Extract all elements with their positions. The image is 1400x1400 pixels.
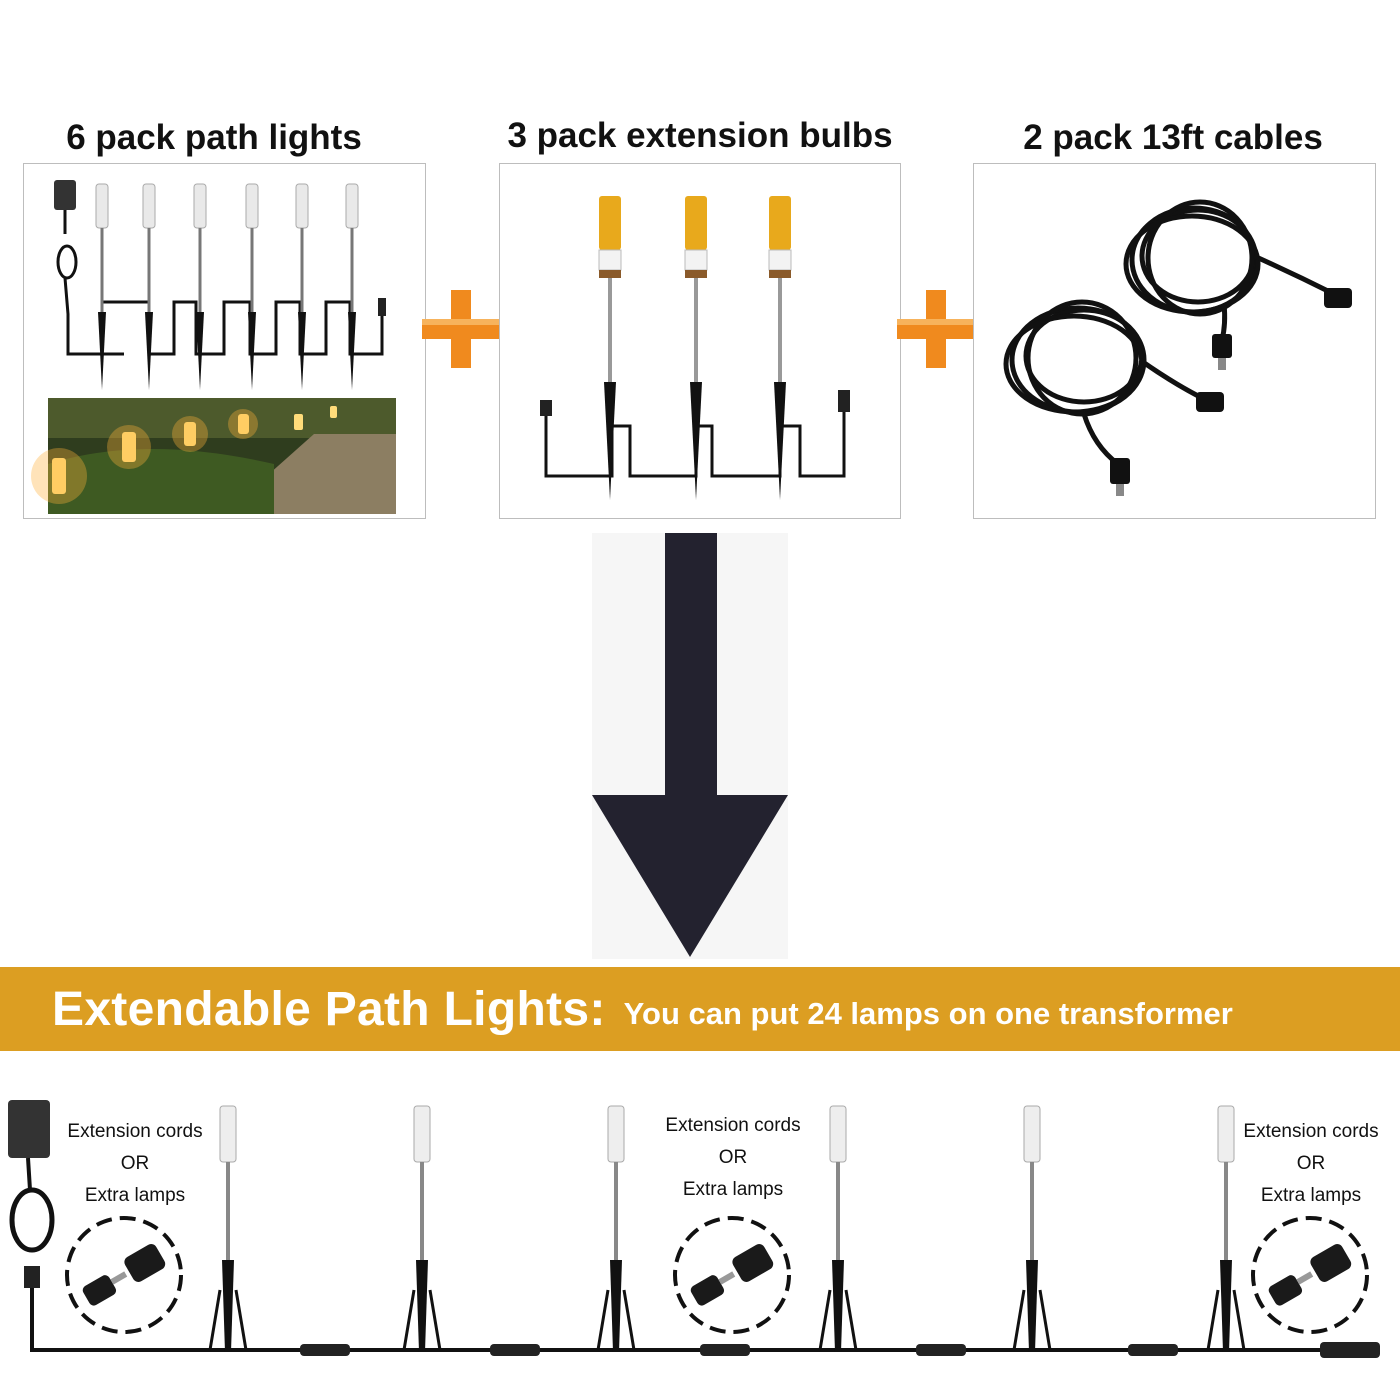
connector-icon [1110, 458, 1130, 484]
plus-icon [897, 290, 975, 368]
package-title-extension-bulbs: 3 pack extension bulbs [507, 116, 893, 155]
path-light-stakes [95, 183, 359, 390]
connector-icon [1324, 288, 1352, 308]
package-title-cables: 2 pack 13ft cables [1023, 118, 1323, 157]
extension-bulbs-illustration [540, 196, 850, 500]
power-adapter-icon [54, 180, 124, 356]
cable-coil-upper [1123, 199, 1336, 341]
path-lights-box [23, 163, 426, 519]
extension-bulbs-box [499, 163, 901, 519]
cable-connectors [300, 1342, 1380, 1358]
extension-note-middle: Extension cords OR Extra lamps [665, 1115, 801, 1200]
path-light-row [68, 298, 386, 356]
power-adapter-icon [8, 1100, 228, 1352]
extended-lamps [208, 1105, 1246, 1352]
connector-icon [1212, 334, 1232, 358]
connector-icon [540, 400, 552, 416]
connector-detail-circles [65, 1216, 1369, 1334]
cables-illustration [1003, 199, 1352, 496]
cable-coil-lower [1003, 299, 1208, 466]
package-title-path-lights: 6 pack path lights [66, 118, 362, 157]
extension-bulb-stakes [598, 196, 792, 500]
garden-photo [31, 398, 396, 514]
down-arrow-icon [592, 533, 788, 959]
banner-title: Extendable Path Lights: [52, 982, 606, 1036]
cables-box [973, 163, 1376, 519]
extension-note-left: Extension cords OR Extra lamps [67, 1121, 203, 1206]
connector-icon [1196, 392, 1224, 412]
banner-subtitle: You can put 24 lamps on one transformer [623, 996, 1233, 1031]
connector-icon [82, 1244, 1352, 1306]
extendable-banner: Extendable Path Lights: You can put 24 l… [0, 967, 1400, 1051]
connector-icon [838, 390, 850, 412]
extended-system-illustration [8, 1100, 1380, 1358]
path-lights-illustration [31, 180, 396, 514]
extension-note-right: Extension cords OR Extra lamps [1243, 1121, 1379, 1206]
plus-icon [422, 290, 500, 368]
